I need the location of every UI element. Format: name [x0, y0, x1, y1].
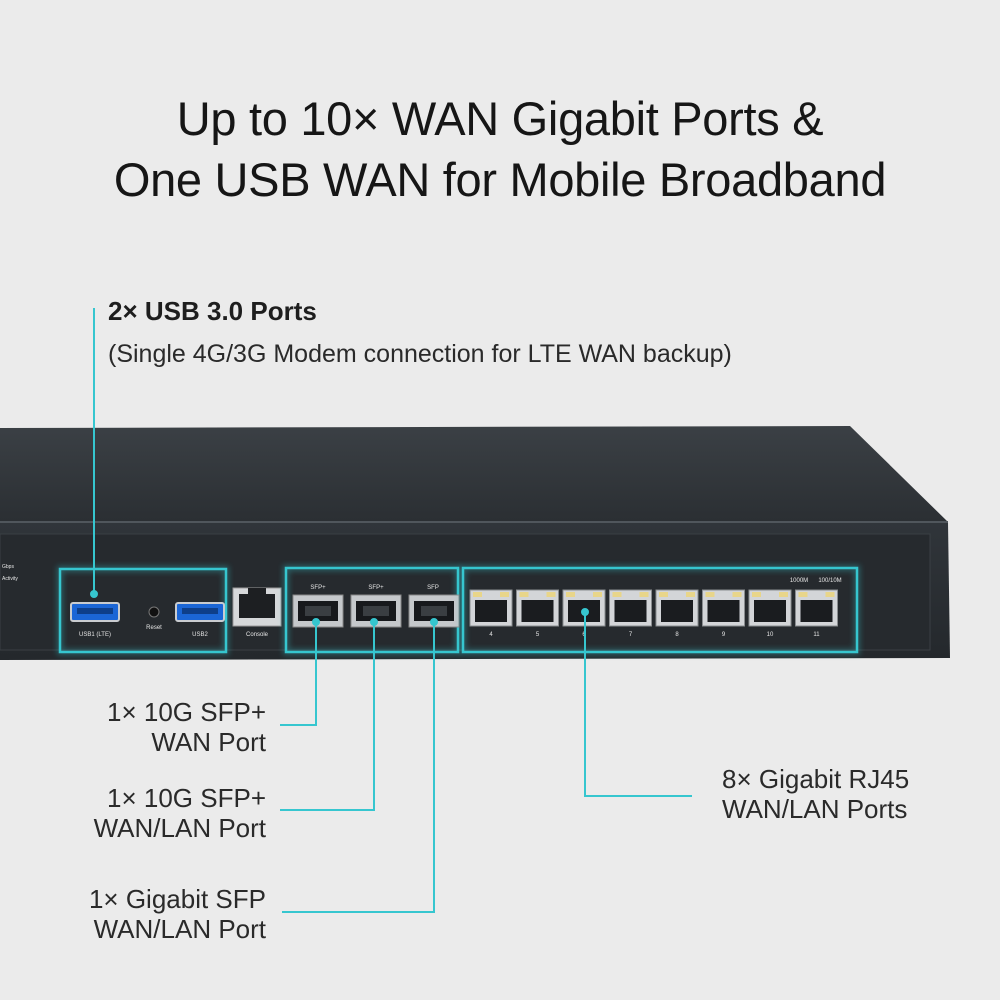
callout-rj45-line1: 8× Gigabit RJ45 [722, 764, 910, 794]
svg-text:Gbps: Gbps [2, 564, 14, 570]
callout-sfp-wanlan-line1: 1× Gigabit SFP [88, 884, 266, 914]
callout-sfp-plus-wan: 1× 10G SFP+ WAN Port [107, 697, 266, 757]
callout-sfp-plus-wanlan-line2: WAN/LAN Port [93, 813, 266, 843]
rj45-port-4 [469, 589, 513, 627]
reset-button [148, 606, 160, 618]
usb-callout-subtitle: (Single 4G/3G Modem connection for LTE W… [108, 340, 732, 368]
usb-section-box [58, 567, 228, 654]
headline-line-1: Up to 10× WAN Gigabit Ports & [176, 92, 824, 145]
callout-sfp-plus-wan-line2: WAN Port [151, 727, 266, 757]
sfp-plus-port-2 [350, 594, 402, 628]
sfp-plus-1-label: SFP+ [310, 585, 326, 591]
callout-sfp-plus-wanlan: 1× 10G SFP+ WAN/LAN Port [94, 783, 266, 843]
usb1-label: USB1 (LTE) [79, 632, 111, 638]
callout-rj45: 8× Gigabit RJ45 WAN/LAN Ports [722, 764, 909, 824]
rj45-port-number: 8 [675, 632, 679, 638]
callout-sfp-wanlan: 1× Gigabit SFP WAN/LAN Port [89, 884, 266, 944]
headline-line-2: One USB WAN for Mobile Broadband [113, 153, 887, 206]
sfp-plus-port-1 [292, 594, 344, 628]
rj45-port-11 [795, 589, 838, 627]
rj45-port-number: 7 [629, 632, 633, 638]
sfp-plus-2-label: SFP+ [368, 585, 384, 591]
sfp-label: SFP [427, 585, 439, 591]
headline: Up to 10× WAN Gigabit Ports & One USB WA… [0, 88, 1000, 210]
rj45-port-10 [748, 589, 792, 627]
reset-label: Reset [146, 625, 162, 631]
rj45-port-7 [609, 589, 652, 627]
callout-rj45-line2: WAN/LAN Ports [722, 794, 908, 824]
rj45-port-9 [702, 589, 745, 627]
rj45-port-number: 10 [767, 632, 774, 638]
leader-rj45 [584, 612, 692, 797]
console-label: Console [246, 632, 269, 638]
rj45-port-5 [516, 589, 559, 627]
speed-1000-label: 1000M [790, 578, 808, 584]
callout-sfp-plus-wanlan-line1: 1× 10G SFP+ [107, 783, 266, 813]
rj45-port-number: 11 [813, 632, 820, 638]
speed-100-label: 100/10M [818, 578, 841, 584]
usb2-label: USB2 [192, 632, 208, 638]
chassis-top [0, 426, 948, 526]
rj45-port-number: 5 [536, 632, 540, 638]
leader-sfp-wanlan [282, 622, 435, 913]
usb-callout-title: 2× USB 3.0 Ports [108, 296, 317, 326]
rj45-port-number: 9 [722, 632, 726, 638]
leader-sfp-plus-wanlan [280, 622, 375, 811]
leader-lines [90, 308, 692, 913]
rj45-port-number: 4 [489, 632, 493, 638]
callout-sfp-plus-wan-line1: 1× 10G SFP+ [107, 697, 266, 727]
rj45-port-8 [655, 589, 699, 627]
svg-text:Activity: Activity [2, 576, 18, 582]
leader-sfp-plus-wan [280, 622, 317, 726]
rj45-section-box [461, 566, 859, 654]
callout-sfp-wanlan-line2: WAN/LAN Port [93, 914, 266, 944]
